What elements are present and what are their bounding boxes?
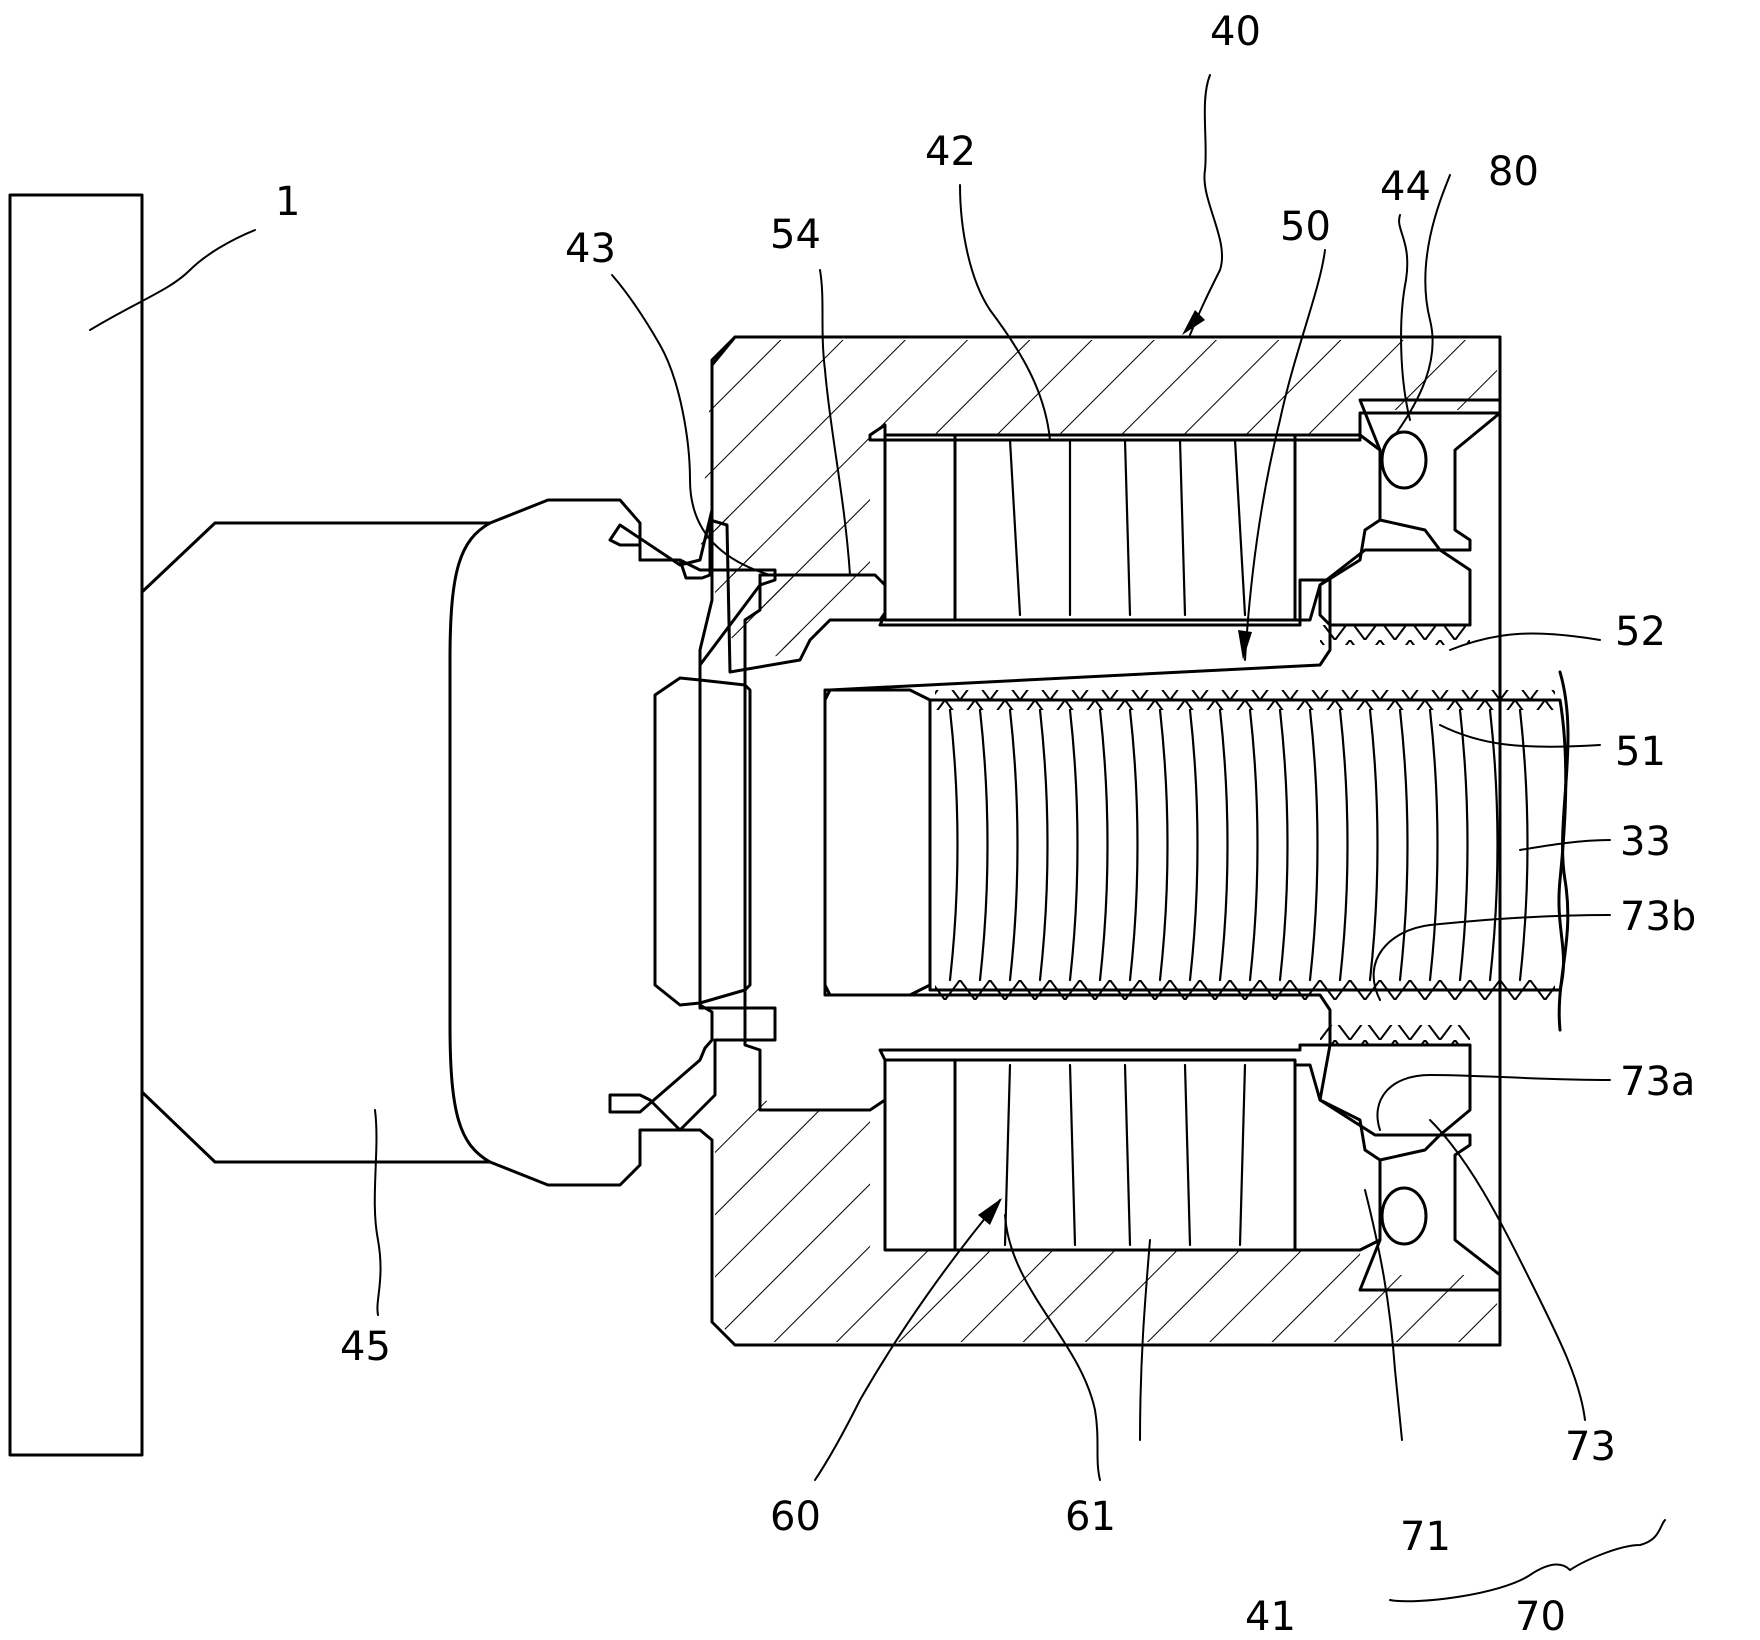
label-retainer: 71	[1400, 1514, 1451, 1560]
label-seal-ring: 80	[1488, 149, 1539, 195]
spindle-body	[930, 700, 1566, 990]
assembly-arrow	[1182, 310, 1205, 335]
leader-lines	[90, 75, 1665, 1601]
label-spindle: 33	[1620, 819, 1671, 865]
label-ring-seat: 44	[1380, 164, 1431, 210]
label-plate: 1	[275, 179, 300, 225]
label-sleeve: 50	[1280, 204, 1331, 250]
label-nut-face: 73a	[1620, 1059, 1695, 1105]
label-spring-disc: 61	[1065, 1494, 1116, 1540]
nut-thread-bottom	[1320, 1025, 1470, 1045]
label-retainer-group: 70	[1515, 1594, 1566, 1640]
label-assembly: 40	[1210, 9, 1261, 55]
label-housing: 41	[1245, 1594, 1296, 1640]
nut-bottom	[1320, 1045, 1470, 1135]
spring-discs-top	[1010, 440, 1245, 615]
spindle-thread-bottom	[935, 980, 1555, 1000]
spring-discs-bottom	[1005, 1065, 1245, 1245]
label-coil-chamber: 42	[925, 129, 976, 175]
spring-stack-bottom-block	[885, 1060, 955, 1250]
spindle-thread-top	[935, 690, 1555, 710]
nut-thread-top	[1320, 625, 1470, 645]
mounting-plate	[10, 195, 142, 1455]
sleeve-bore	[825, 690, 930, 995]
retainer-bottom	[1295, 1065, 1380, 1250]
shaft-boss-outline	[142, 523, 490, 1162]
spring-stack-top-block	[885, 435, 955, 620]
label-rim: 43	[565, 226, 616, 272]
label-shaft-boss: 45	[340, 1324, 391, 1370]
label-nut: 73	[1565, 1424, 1616, 1470]
ring-seat-top	[1360, 400, 1500, 550]
retainer-top	[1295, 435, 1380, 620]
label-spring-stack: 60	[770, 1494, 821, 1540]
seal-ring-bottom	[1382, 1188, 1426, 1244]
housing-top-half	[700, 340, 1497, 660]
ring-seat-bottom	[1360, 1135, 1500, 1290]
label-sleeve-flange: 54	[770, 212, 821, 258]
label-outer-thread: 52	[1615, 609, 1666, 655]
spindle-thread-lines	[950, 710, 1528, 980]
label-inner-thread: 51	[1615, 729, 1666, 775]
label-nut-thread: 73b	[1620, 894, 1696, 940]
nut-top	[1320, 550, 1470, 625]
shaft-boss-recess	[655, 678, 750, 1005]
seal-ring-top	[1382, 432, 1426, 488]
